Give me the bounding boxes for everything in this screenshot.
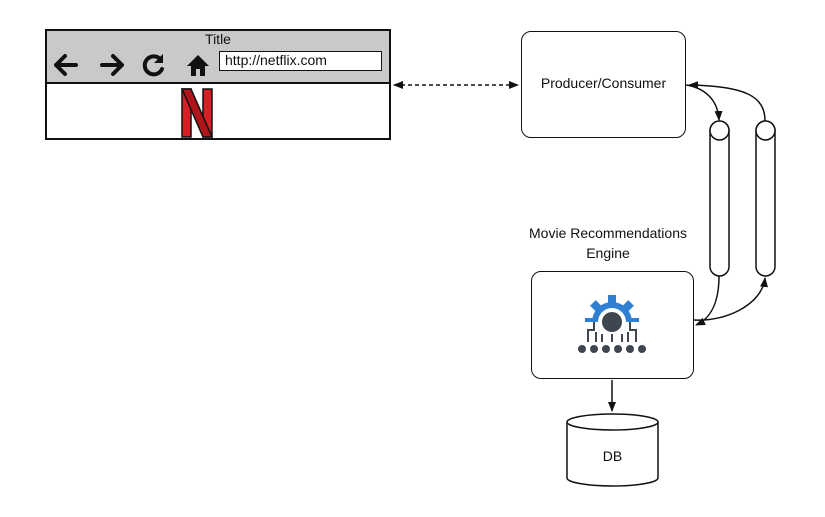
browser-window: Title http://netflix.com — [45, 29, 391, 140]
engine-to-queue2-arrow — [693, 277, 768, 321]
netflix-logo — [181, 88, 213, 138]
forward-arrow-icon — [100, 54, 124, 76]
browser-title: Title — [205, 31, 231, 47]
url-field: http://netflix.com — [219, 51, 382, 71]
engine-caption-line-2: Engine — [586, 245, 630, 261]
producer-consumer-label: Producer/Consumer — [540, 75, 667, 91]
gear-circuit-icon — [578, 295, 646, 353]
browser-toolbar: Title http://netflix.com — [47, 31, 389, 84]
back-arrow-icon — [54, 54, 78, 76]
queue1-to-engine-arrow — [695, 275, 720, 326]
producer-to-queue1-arrow — [685, 84, 723, 121]
refresh-icon — [142, 54, 164, 77]
db-label: DB — [602, 448, 623, 464]
home-icon — [187, 55, 209, 76]
queue-pipe-2 — [755, 120, 776, 277]
browser-content — [47, 84, 389, 140]
queue2-to-producer-arrow — [688, 81, 766, 122]
engine-caption-line-1: Movie Recommendations — [529, 225, 687, 241]
producer-consumer-node: Producer/Consumer — [521, 31, 686, 138]
recommendation-engine-node — [531, 271, 694, 379]
engine-caption: Movie Recommendations Engine — [498, 223, 718, 263]
